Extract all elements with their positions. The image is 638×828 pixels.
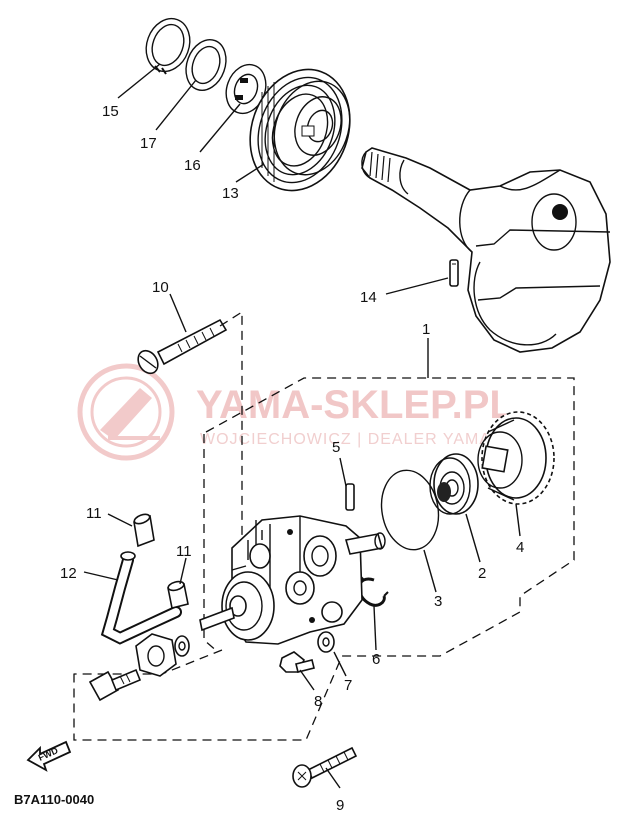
part-14-crank [361, 147, 611, 353]
watermark-brand: YAMA-SKLEP.PL [196, 383, 514, 427]
part-4-gear [477, 411, 555, 505]
label-5: 5 [332, 439, 340, 456]
part-9-screw [292, 746, 358, 788]
part-15-circlip [145, 17, 191, 75]
leader-lines [83, 63, 521, 789]
label-7: 7 [344, 677, 352, 694]
part-10-bolt [137, 318, 228, 375]
part-13-pulley [249, 68, 351, 192]
part-labels: 15 17 16 13 14 10 1 5 4 2 3 6 7 8 9 11 1… [60, 103, 524, 814]
label-17: 17 [140, 135, 157, 152]
label-15: 15 [102, 103, 119, 120]
label-14: 14 [360, 289, 377, 306]
fwd-arrow-icon: FWD [26, 740, 72, 772]
label-4: 4 [516, 539, 524, 556]
part-2-bearing [429, 453, 479, 515]
label-1: 1 [422, 321, 430, 338]
part-11-clamp-lower [167, 580, 189, 609]
label-9: 9 [336, 797, 344, 814]
part-7-washer [317, 631, 335, 653]
label-3: 3 [434, 593, 442, 610]
part-17-washer [185, 39, 227, 91]
label-16: 16 [184, 157, 201, 174]
label-2: 2 [478, 565, 486, 582]
label-13: 13 [222, 185, 239, 202]
watermark-tagline: WOJCIECHOWICZ | DEALER YAMAHA [200, 431, 515, 448]
label-12: 12 [60, 565, 77, 582]
label-11-lower: 11 [176, 543, 192, 560]
label-10: 10 [152, 279, 169, 296]
part-5-pin [345, 483, 355, 511]
part-8-bolt [279, 651, 315, 673]
figure-code: B7A110-0040 [14, 792, 94, 807]
label-8: 8 [314, 693, 322, 710]
oil-pump-body [199, 515, 386, 645]
part-12-hose [100, 551, 182, 645]
part-3-o-ring [380, 469, 440, 551]
label-11-upper: 11 [86, 505, 102, 522]
watermark-logo [77, 363, 175, 461]
bolt [88, 668, 142, 702]
label-6: 6 [372, 651, 380, 668]
nut [135, 633, 190, 677]
part-6-circlip [357, 575, 389, 607]
part-14-pin [449, 259, 459, 287]
part-11-clamp-upper [133, 513, 155, 548]
watermark: YAMA-SKLEP.PL WOJCIECHOWICZ | DEALER YAM… [77, 363, 515, 461]
